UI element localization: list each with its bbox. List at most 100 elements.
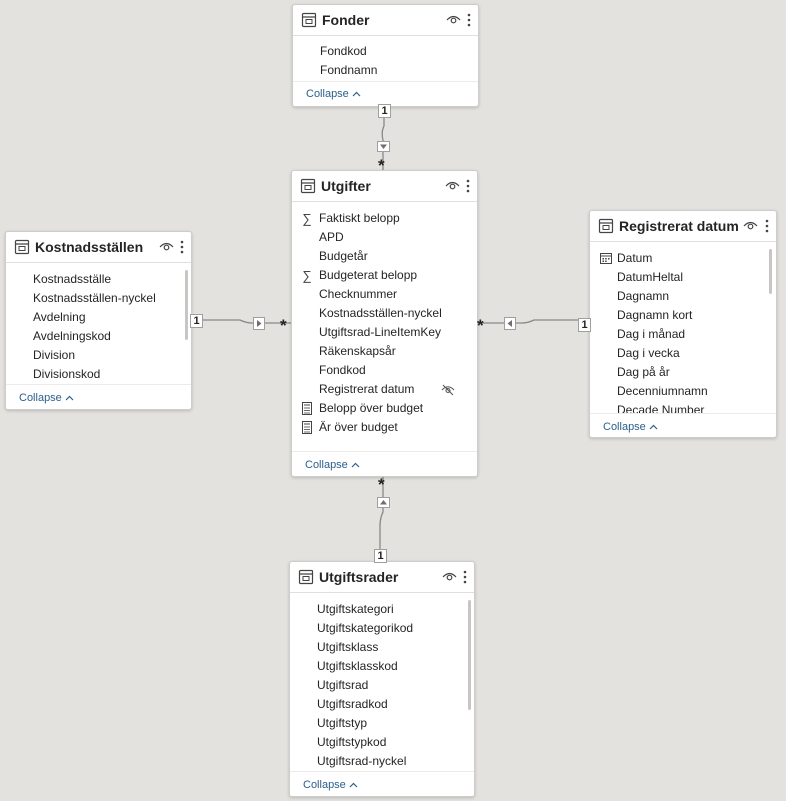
field-row[interactable]: Dag i vecka [590, 344, 776, 363]
field-list[interactable]: Utgiftskategori Utgiftskategorikod Utgif… [290, 600, 474, 771]
field-label: Faktiskt belopp [319, 211, 400, 225]
field-row[interactable]: Divisionskod [6, 365, 191, 384]
table-title: Registrerat datum [619, 218, 739, 234]
collapse-button[interactable]: Collapse [306, 88, 361, 100]
cardinality-many-label: * [477, 316, 484, 335]
field-label: Dag i månad [617, 327, 686, 341]
field-row[interactable]: Utgiftsklass [290, 638, 474, 657]
calculator-icon [300, 418, 314, 437]
table-card-header[interactable]: Registrerat datum [590, 211, 776, 242]
table-title: Fonder [322, 12, 370, 28]
rel-line-registrerat-utgifter [477, 319, 589, 324]
field-label: Avdelningskod [33, 329, 111, 343]
field-label: Dag i vecka [617, 346, 680, 360]
field-row[interactable]: ∑Faktiskt belopp [292, 209, 477, 228]
field-row[interactable]: DatumHeltal [590, 268, 776, 287]
field-row[interactable]: Decenniumnamn [590, 382, 776, 401]
field-row[interactable]: Avdelningskod [6, 327, 191, 346]
table-card-registrerat-datum[interactable]: Registrerat datum Datum DatumHeltal Dagn… [589, 210, 777, 438]
more-options-icon[interactable] [462, 569, 468, 585]
table-card-fonder[interactable]: Fonder Fondkod Fondnamn Collapse [292, 4, 479, 107]
field-label: Utgiftstypkod [317, 735, 387, 749]
table-card-header[interactable]: Utgiftsrader [290, 562, 474, 593]
eye-icon[interactable] [446, 14, 461, 26]
field-row[interactable]: Utgiftsrad-LineItemKey [292, 323, 477, 342]
field-row[interactable]: Fondkod [293, 42, 478, 61]
field-row[interactable]: Dagnamn [590, 287, 776, 306]
field-row[interactable]: Division [6, 346, 191, 365]
table-title: Utgiftsrader [319, 569, 399, 585]
field-list[interactable]: Fondkod Fondnamn [293, 42, 478, 82]
field-row[interactable]: Utgiftsrad [290, 676, 474, 695]
table-card-header[interactable]: Utgifter [292, 171, 477, 202]
eye-icon[interactable] [442, 571, 457, 583]
chevron-up-icon [349, 782, 358, 788]
field-label: Decenniumnamn [617, 384, 708, 398]
table-card-header[interactable]: Kostnadsställen [6, 232, 191, 263]
scrollbar[interactable] [185, 270, 188, 340]
eye-icon[interactable] [445, 180, 460, 192]
arrow-right-icon [253, 317, 265, 330]
collapse-button[interactable]: Collapse [303, 779, 358, 791]
field-row[interactable]: Är över budget [292, 418, 477, 437]
card-footer: Collapse [290, 771, 474, 796]
field-row[interactable]: ∑Budgeterat belopp [292, 266, 477, 285]
table-card-kostnadsstallen[interactable]: Kostnadsställen Kostnadsställe Kostnadss… [5, 231, 192, 410]
field-label: Datum [617, 251, 653, 265]
collapse-label: Collapse [603, 421, 646, 433]
eye-icon[interactable] [159, 241, 174, 253]
field-row[interactable]: Fondnamn [293, 61, 478, 80]
more-options-icon[interactable] [465, 178, 471, 194]
field-row[interactable]: Dag på år [590, 363, 776, 382]
card-footer: Collapse [6, 384, 191, 409]
field-list[interactable]: ∑Faktiskt belopp APD Budgetår ∑Budgetera… [292, 209, 477, 439]
more-options-icon[interactable] [179, 239, 185, 255]
field-row[interactable]: Dag i månad [590, 325, 776, 344]
table-card-header[interactable]: Fonder [293, 5, 478, 36]
field-row[interactable]: Utgiftsklasskod [290, 657, 474, 676]
table-title: Kostnadsställen [35, 239, 144, 255]
more-options-icon[interactable] [764, 218, 770, 234]
field-row[interactable]: Fondkod [292, 361, 477, 380]
cardinality-many-label: * [280, 316, 287, 335]
field-row[interactable]: Utgiftstypkod [290, 733, 474, 752]
eye-icon[interactable] [743, 220, 758, 232]
field-label: Belopp över budget [319, 401, 424, 415]
field-row[interactable]: Utgiftsradkod [290, 695, 474, 714]
field-label: Räkenskapsår [319, 344, 396, 358]
rel-line-fonder-utgifter [381, 106, 385, 170]
field-row[interactable]: Utgiftskategorikod [290, 619, 474, 638]
field-row[interactable]: Belopp över budget [292, 399, 477, 418]
field-label: APD [319, 230, 344, 244]
field-row[interactable]: Kostnadsställen-nyckel [292, 304, 477, 323]
field-row[interactable]: Utgiftstyp [290, 714, 474, 733]
field-row[interactable]: Datum [590, 249, 776, 268]
field-row[interactable]: Dagnamn kort [590, 306, 776, 325]
field-row[interactable]: Räkenskapsår [292, 342, 477, 361]
scrollbar[interactable] [769, 249, 772, 294]
field-list[interactable]: Datum DatumHeltal Dagnamn Dagnamn kort D… [590, 249, 776, 414]
collapse-button[interactable]: Collapse [603, 421, 658, 433]
table-card-utgiftsrader[interactable]: Utgiftsrader Utgiftskategori Utgiftskate… [289, 561, 475, 797]
table-icon [300, 178, 316, 194]
field-row[interactable]: Kostnadsställen-nyckel [6, 289, 191, 308]
field-label: Utgiftstyp [317, 716, 368, 730]
field-row[interactable]: Kostnadsställe [6, 270, 191, 289]
table-card-utgifter[interactable]: Utgifter ∑Faktiskt belopp APD Budgetår ∑… [291, 170, 478, 477]
more-options-icon[interactable] [466, 12, 472, 28]
field-row[interactable]: APD [292, 228, 477, 247]
chevron-up-icon [65, 395, 74, 401]
field-list[interactable]: Kostnadsställe Kostnadsställen-nyckel Av… [6, 270, 191, 384]
field-row[interactable]: Decade Number [590, 401, 776, 414]
collapse-button[interactable]: Collapse [305, 459, 360, 471]
field-row[interactable]: Avdelning [6, 308, 191, 327]
field-row[interactable]: Budgetår [292, 247, 477, 266]
field-row[interactable]: Registrerat datum [292, 380, 477, 399]
field-row[interactable]: Checknummer [292, 285, 477, 304]
collapse-button[interactable]: Collapse [19, 392, 74, 404]
rel-line-kostnadsstallen-utgifter [191, 319, 291, 324]
field-row[interactable]: Utgiftskategori [290, 600, 474, 619]
scrollbar[interactable] [468, 600, 471, 710]
field-row[interactable]: Utgiftsrad-nyckel [290, 752, 474, 771]
